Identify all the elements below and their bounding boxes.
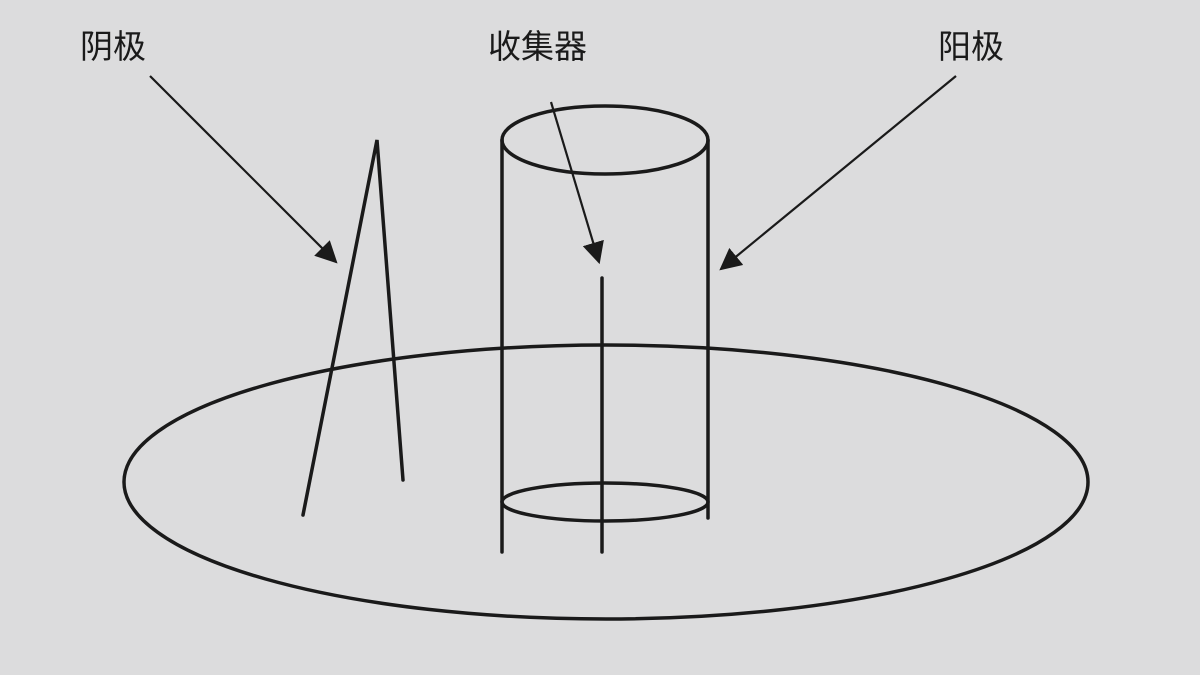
anode-arrow — [719, 75, 957, 271]
cathode-filament — [301, 139, 405, 517]
collector-arrow — [549, 101, 604, 265]
cathode-label: 阴极 — [80, 27, 146, 66]
anode-top-rim — [500, 104, 710, 176]
collector-label: 收集器 — [488, 27, 587, 66]
anode-label: 阳极 — [938, 27, 1004, 66]
cathode-arrow — [149, 75, 338, 264]
anode-bottom-rim — [500, 481, 710, 523]
base-plate — [122, 343, 1090, 621]
